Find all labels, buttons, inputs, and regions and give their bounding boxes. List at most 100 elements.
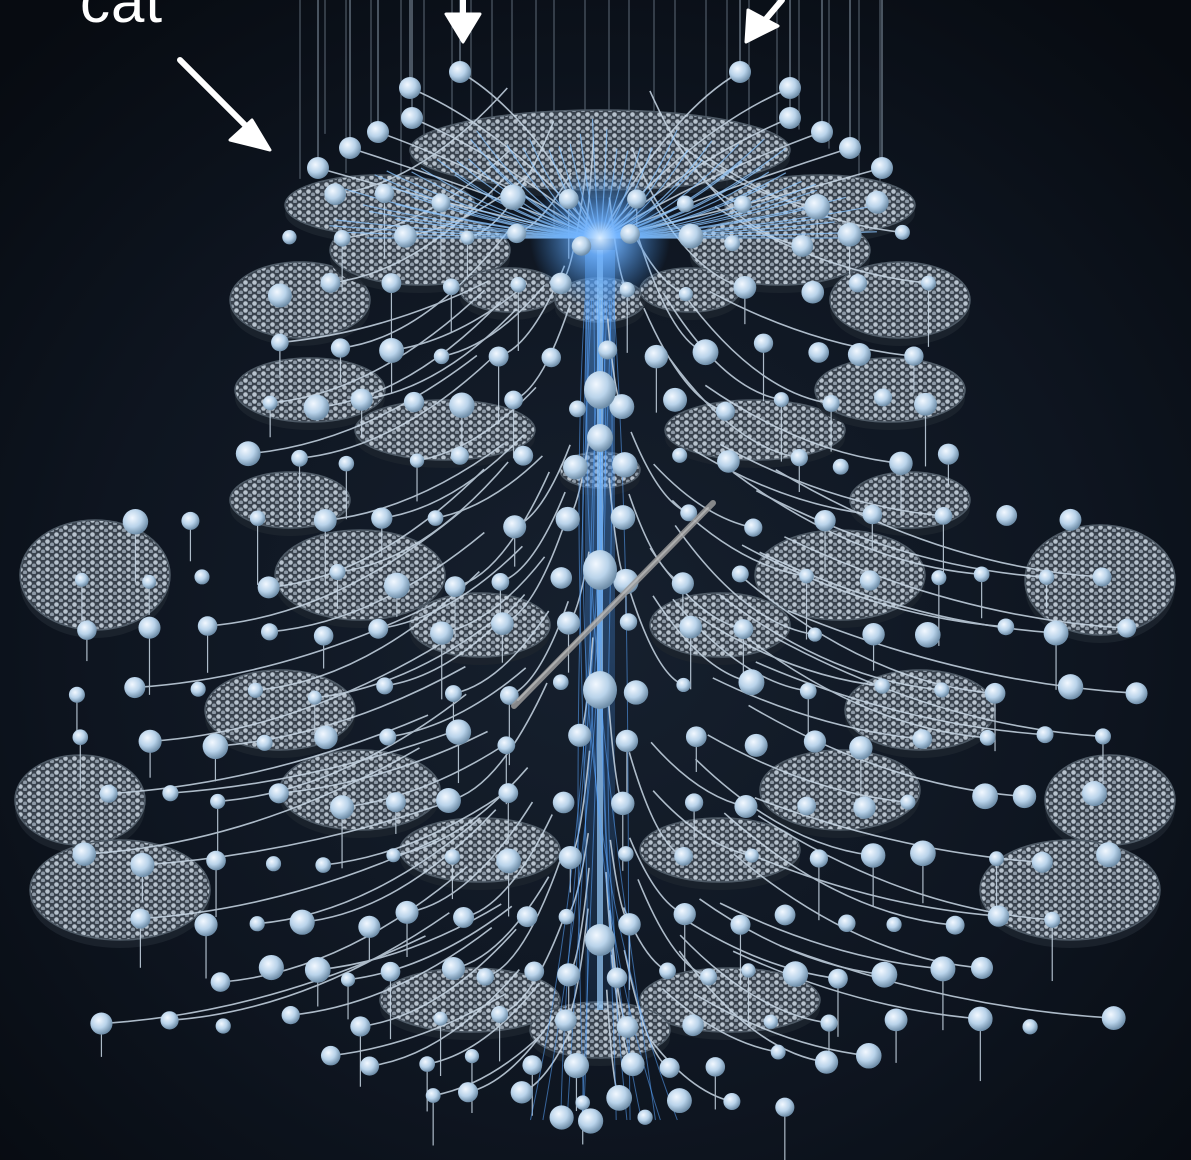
node	[384, 573, 410, 599]
node	[914, 393, 937, 416]
node	[828, 969, 848, 989]
node	[1037, 726, 1054, 743]
node	[1082, 781, 1107, 806]
node	[465, 1049, 479, 1063]
node	[569, 400, 586, 417]
node	[130, 853, 154, 877]
node	[862, 623, 884, 645]
node	[606, 1085, 632, 1111]
node	[445, 576, 466, 597]
node	[968, 1007, 993, 1032]
node	[434, 1012, 448, 1026]
node	[811, 121, 833, 143]
node	[504, 391, 523, 410]
layer-plate	[665, 400, 845, 468]
node	[838, 915, 856, 933]
node	[717, 450, 740, 473]
node	[266, 856, 281, 871]
node	[556, 507, 580, 531]
node	[611, 792, 634, 815]
node	[930, 956, 955, 981]
node	[578, 1108, 603, 1133]
node	[557, 963, 580, 986]
node	[334, 230, 351, 247]
node	[895, 225, 910, 240]
node	[282, 1006, 300, 1024]
node	[550, 273, 571, 294]
node	[700, 968, 717, 985]
node	[801, 281, 824, 304]
node	[612, 452, 637, 477]
node	[453, 907, 474, 928]
node	[618, 846, 633, 861]
node	[399, 77, 421, 99]
node	[419, 1056, 435, 1072]
node	[371, 507, 392, 528]
node	[263, 396, 278, 411]
node	[442, 957, 465, 980]
node	[989, 851, 1004, 866]
node	[194, 913, 217, 936]
node	[489, 347, 509, 367]
node	[810, 849, 828, 867]
layer-plate	[760, 750, 920, 838]
node	[258, 576, 280, 598]
node	[823, 395, 840, 412]
node	[866, 191, 889, 214]
node	[1117, 619, 1136, 638]
node	[938, 444, 959, 465]
node	[517, 906, 538, 927]
node	[367, 121, 389, 143]
node	[754, 334, 773, 353]
node	[804, 194, 830, 220]
node	[663, 388, 687, 412]
node	[730, 915, 750, 935]
node	[449, 61, 471, 83]
node	[449, 392, 475, 418]
node	[616, 730, 638, 752]
node	[910, 840, 936, 866]
node	[935, 507, 953, 525]
node	[1093, 568, 1112, 587]
node	[257, 735, 273, 751]
node	[971, 957, 993, 979]
node	[358, 916, 380, 938]
layer-plate	[1045, 755, 1175, 853]
node	[458, 1082, 478, 1102]
node	[339, 456, 355, 472]
node	[686, 726, 707, 747]
node	[912, 729, 932, 749]
node	[849, 274, 867, 292]
node	[524, 962, 544, 982]
node	[315, 857, 331, 873]
node	[637, 1110, 652, 1125]
node	[861, 843, 885, 867]
node	[491, 612, 514, 635]
node	[290, 910, 315, 935]
node	[799, 569, 814, 584]
node	[379, 338, 404, 363]
node	[568, 724, 591, 747]
node	[368, 619, 388, 639]
node	[1060, 509, 1082, 531]
node	[745, 849, 759, 863]
node	[557, 612, 580, 635]
node	[734, 795, 757, 818]
node	[428, 510, 444, 526]
node	[291, 450, 308, 467]
node	[124, 677, 145, 698]
node	[451, 447, 469, 465]
node	[860, 570, 880, 590]
node	[627, 189, 646, 208]
node	[946, 916, 965, 935]
node	[563, 455, 588, 480]
node	[733, 276, 756, 299]
node	[1044, 621, 1069, 646]
node	[550, 567, 572, 589]
node	[497, 736, 515, 754]
node	[774, 392, 789, 407]
node	[980, 730, 996, 746]
node	[820, 1014, 837, 1031]
node	[621, 1052, 645, 1076]
